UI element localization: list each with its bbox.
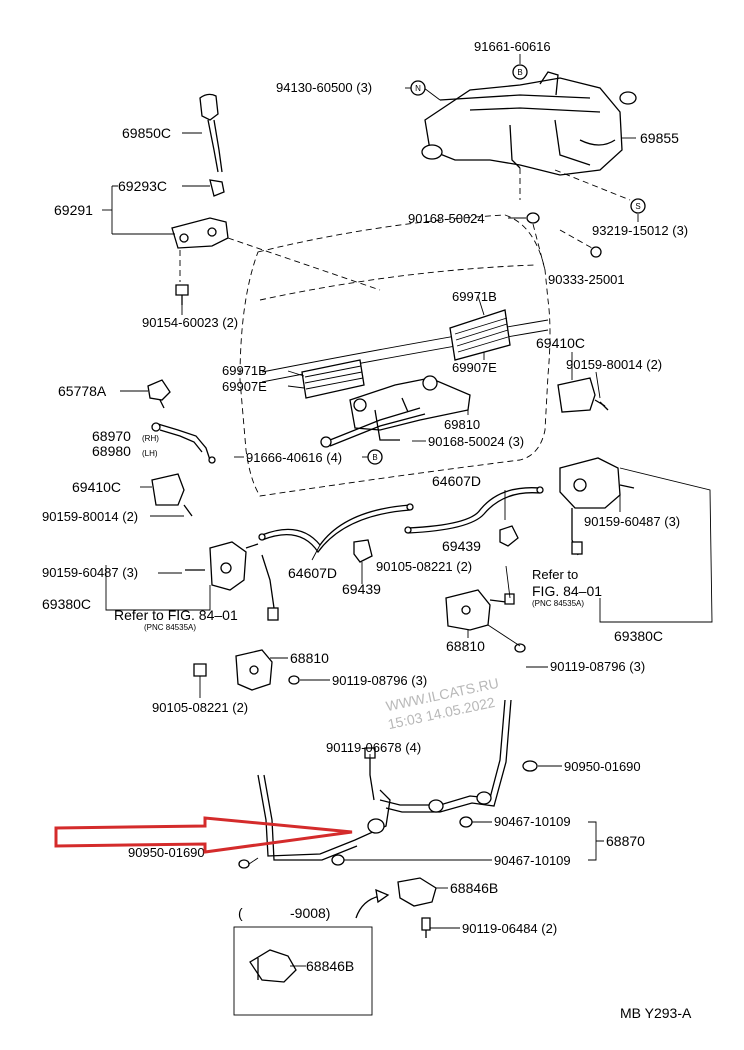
lock-assembly-69810 (320, 375, 471, 448)
striker-68810-left (235, 649, 273, 691)
inset-date-range: -9008) (290, 905, 330, 921)
svg-text:B: B (517, 68, 522, 77)
leader-lines (102, 54, 713, 967)
refer-right-line2: FIG. 84–01 (532, 583, 602, 599)
clip-69439-right (499, 525, 519, 547)
clip-69439-left (353, 539, 373, 563)
label-68980-lh: (LH) (142, 449, 158, 458)
label-90950-right: 90950-01690 (564, 759, 641, 774)
bolt-90105-right (504, 593, 515, 605)
label-90159-60487-left: 90159-60487 (3) (42, 565, 138, 580)
label-68870: 68870 (606, 833, 645, 849)
rod-68970 (151, 422, 216, 464)
label-69439-left: 69439 (342, 581, 381, 597)
label-91666: 91666-40616 (4) (246, 450, 342, 465)
label-68810-left: 68810 (290, 650, 329, 666)
label-69907E-left: 69907E (222, 379, 267, 394)
stay-65778A (147, 379, 171, 409)
label-69410C-left: 69410C (72, 479, 121, 495)
bracket-68846B-right (397, 877, 437, 907)
bolt-90119-06484 (421, 917, 431, 938)
bolt-90119-left (288, 675, 300, 685)
label-69810: 69810 (444, 417, 480, 432)
svg-text:S: S (635, 202, 640, 211)
bolt-90105-left (193, 663, 207, 677)
label-69855: 69855 (640, 130, 679, 146)
refer-right-pnc: (PNC 84535A) (532, 599, 584, 608)
label-69291: 69291 (54, 202, 93, 218)
label-90168-mid: 90168-50024 (3) (428, 434, 524, 449)
label-68810-right: 68810 (446, 638, 485, 654)
bolt-90154 (175, 284, 189, 305)
red-highlight-arrow (54, 816, 353, 854)
refer-left: Refer to FIG. 84–01 (114, 607, 238, 623)
label-69293C: 69293C (118, 178, 167, 194)
label-90119-06678: 90119-06678 (4) (326, 740, 421, 755)
label-68970: 68970 (92, 428, 131, 444)
label-93219: 93219-15012 (3) (592, 223, 688, 238)
label-64607D-left: 64607D (288, 565, 337, 581)
label-64607D-right: 64607D (432, 473, 481, 489)
label-90159-80014-left: 90159-80014 (2) (42, 509, 138, 524)
handle-69850C (199, 93, 223, 173)
label-90168-top: 90168-50024 (408, 211, 485, 226)
strip-69971B-left (301, 359, 365, 399)
curved-arrow (355, 888, 390, 919)
refer-right-line1: Refer to (532, 567, 578, 582)
label-69410C-right: 69410C (536, 335, 585, 351)
latch-69380C-right (559, 457, 635, 556)
label-90105-left: 90105-08221 (2) (152, 700, 248, 715)
label-69380C-left: 69380C (42, 596, 91, 612)
label-90950-left: 90950-01690 (128, 845, 205, 860)
callout-s: S (630, 198, 646, 214)
bracket-69410C-right (557, 377, 609, 413)
label-68980: 68980 (92, 443, 131, 459)
label-90467-top: 90467-10109 (494, 814, 571, 829)
label-90333: 90333-25001 (548, 272, 625, 287)
label-69380C-right: 69380C (614, 628, 663, 644)
label-65778A: 65778A (58, 383, 107, 399)
inset-box (233, 926, 373, 1016)
label-68970-rh: (RH) (142, 434, 159, 443)
callout-n: N (410, 80, 426, 96)
inset-paren-open: ( (238, 905, 243, 921)
label-90159-80014-right: 90159-80014 (2) (566, 357, 662, 372)
back-door-outline (239, 214, 551, 497)
label-69850C: 69850C (122, 125, 171, 141)
cable-64607D-right (404, 486, 544, 534)
callout-b-top: B (512, 64, 528, 80)
label-90119-08796-left: 90119-08796 (3) (332, 673, 427, 688)
latch-69291 (171, 179, 381, 291)
label-68846B-right: 68846B (450, 880, 498, 896)
label-90154: 90154-60023 (2) (142, 315, 238, 330)
label-90467-bottom: 90467-10109 (494, 853, 571, 868)
label-69907E-right: 69907E (452, 360, 497, 375)
bracket-69410C-left (151, 473, 193, 517)
cap-90333 (559, 229, 602, 258)
label-69971B-left: 69971B (222, 363, 267, 378)
callout-b-mid: B (367, 449, 383, 465)
label-69439-right: 69439 (442, 538, 481, 554)
label-90119-08796-right: 90119-08796 (3) (550, 659, 645, 674)
cable-64607D-left (258, 503, 414, 554)
latch-69380C-left (185, 541, 279, 621)
label-91661: 91661-60616 (474, 39, 551, 54)
bolt-90119-right (514, 643, 526, 653)
label-90105-right: 90105-08221 (2) (376, 559, 472, 574)
svg-text:B: B (372, 453, 377, 462)
strip-69971B-right (449, 309, 511, 361)
label-69971B-right: 69971B (452, 289, 497, 304)
bolt-90168-top (526, 212, 546, 271)
label-94130: 94130-60500 (3) (276, 80, 372, 95)
rod-68870 (238, 699, 538, 869)
svg-text:N: N (415, 84, 421, 93)
refer-left-pnc: (PNC 84535A) (144, 623, 196, 632)
striker-68810-right (445, 589, 507, 631)
label-90159-60487-right: 90159-60487 (3) (584, 514, 680, 529)
footer-code: MB Y293-A (620, 1005, 692, 1021)
label-68846B-left: 68846B (306, 958, 354, 974)
hinge-assembly-69855 (421, 71, 637, 201)
label-90119-06484: 90119-06484 (2) (462, 921, 557, 936)
